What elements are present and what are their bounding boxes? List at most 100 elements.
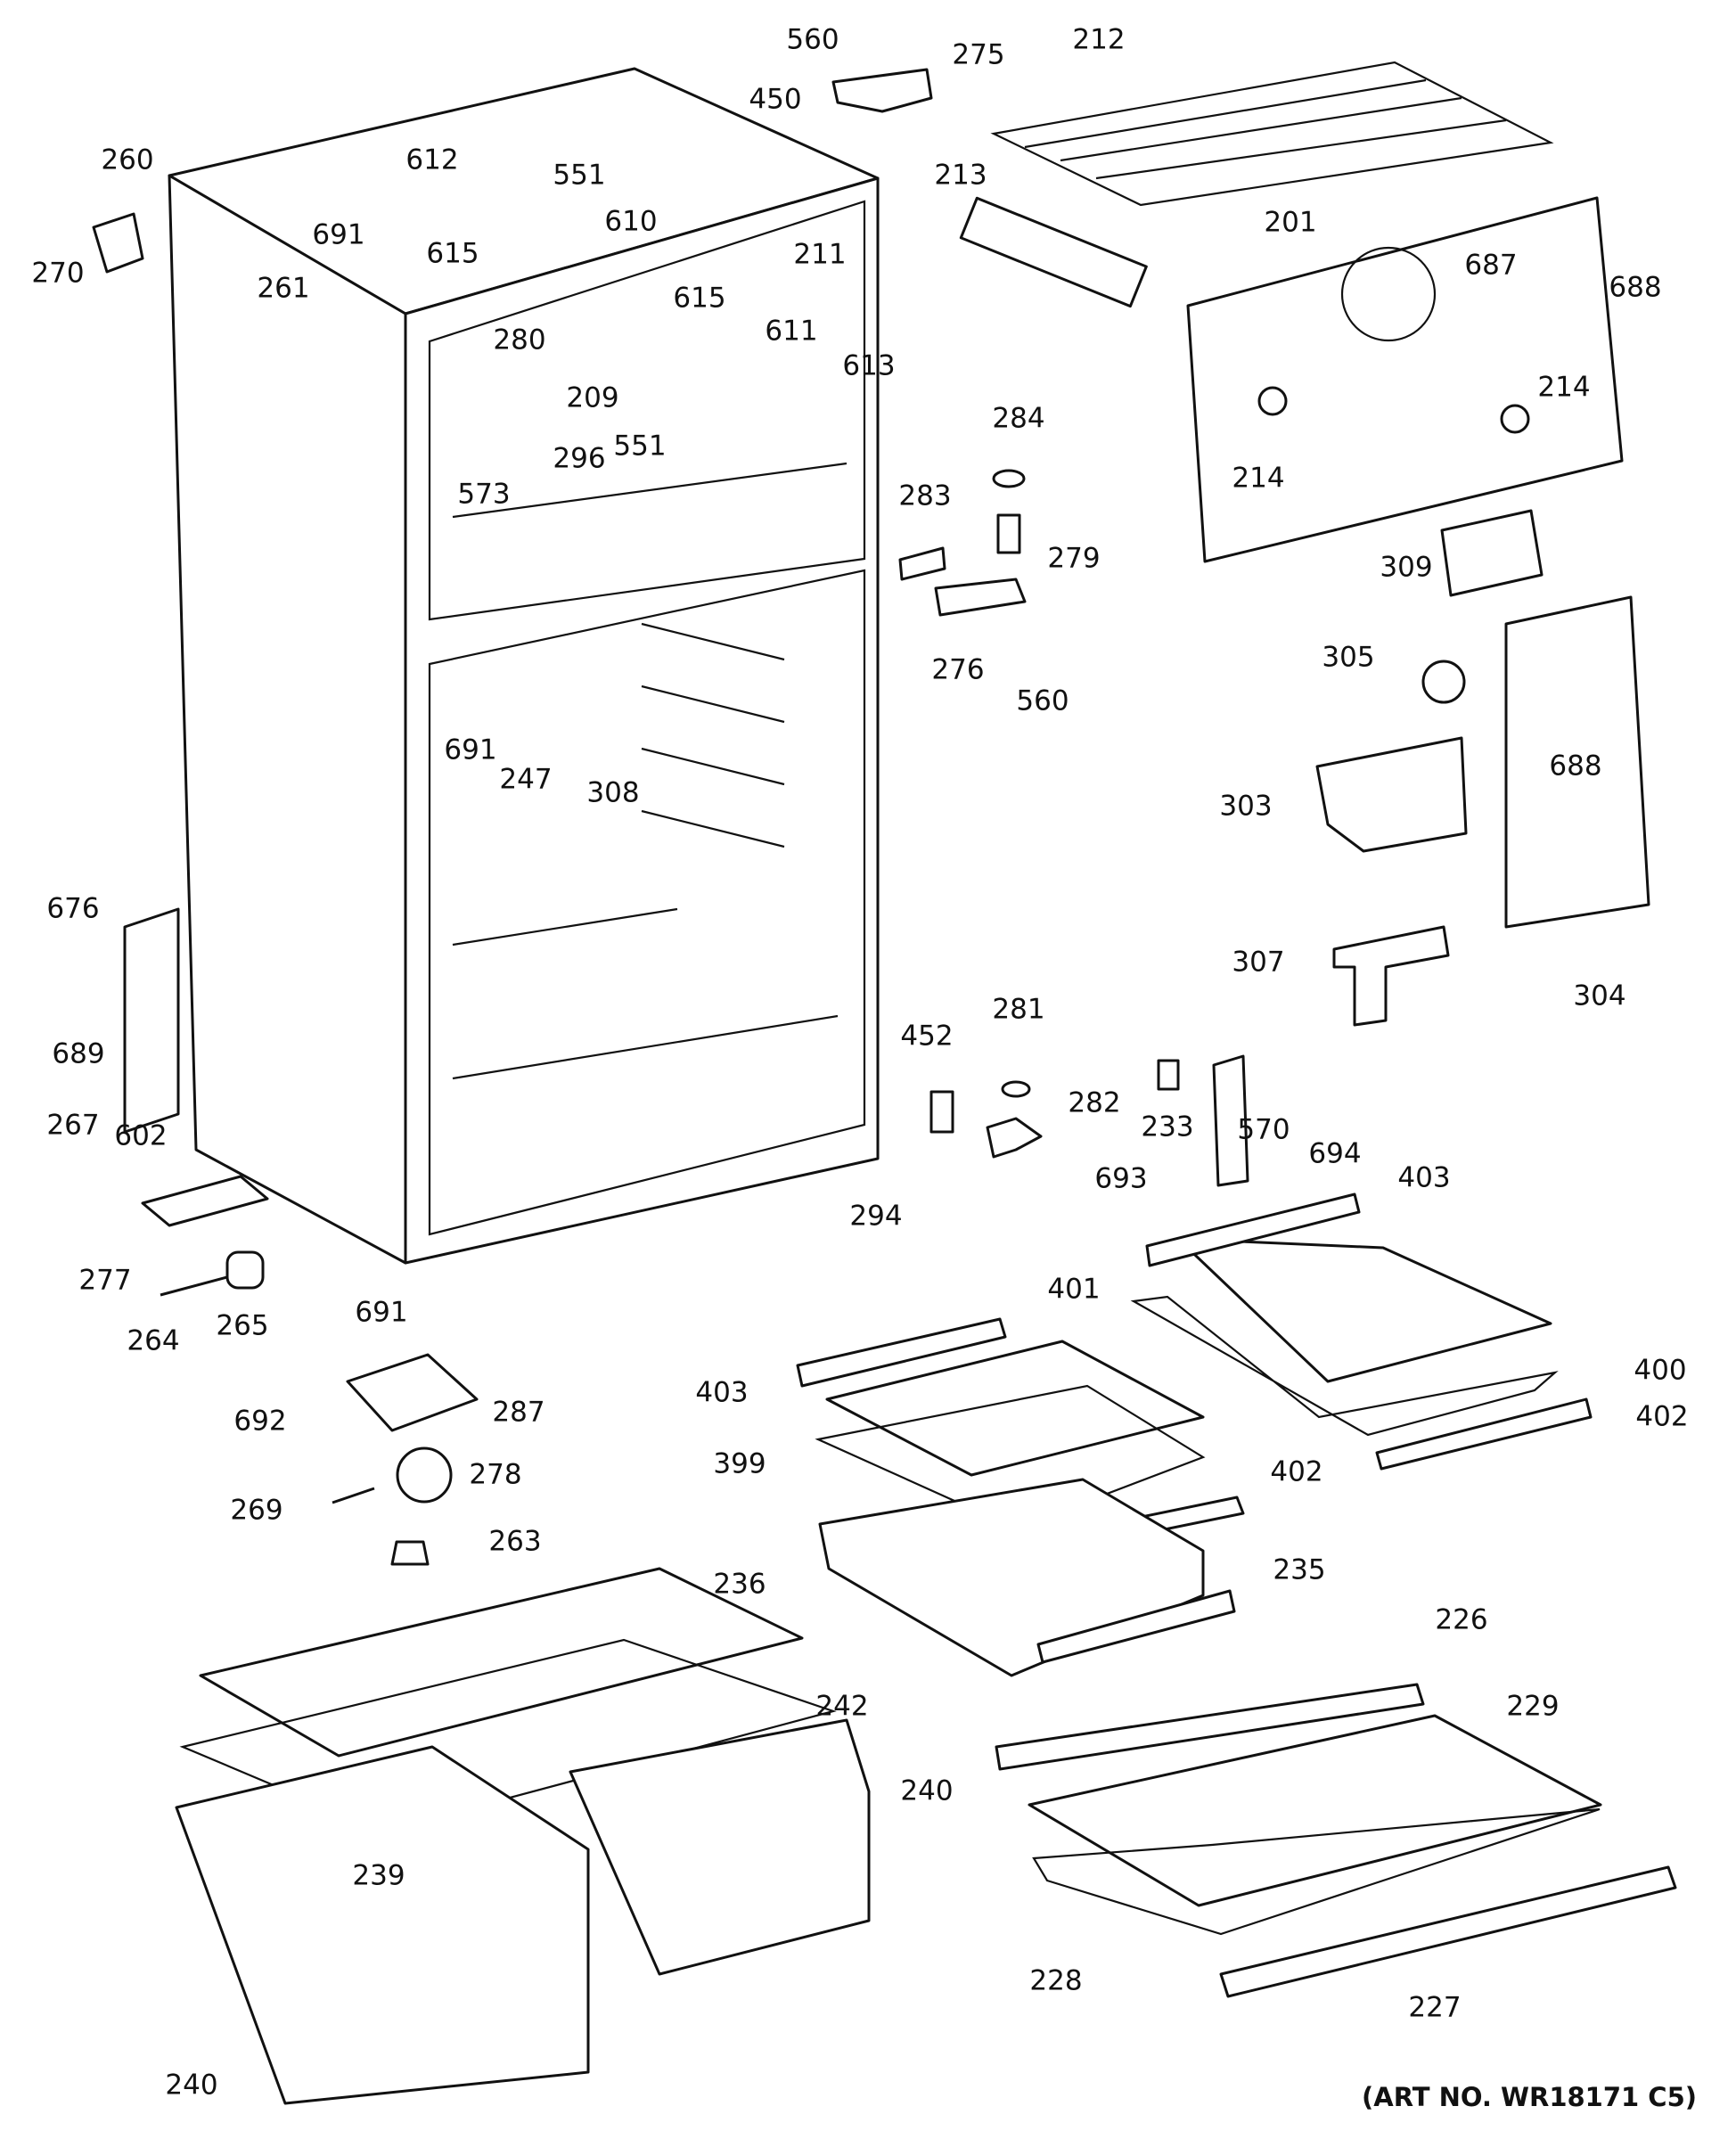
callout-610: 610 <box>604 205 658 238</box>
callout-689: 689 <box>52 1037 105 1070</box>
callout-209: 209 <box>566 381 619 414</box>
hinge-282 <box>986 1117 1043 1159</box>
bracket-277 <box>141 1175 269 1227</box>
callout-691-top: 691 <box>312 218 365 251</box>
callout-399: 399 <box>713 1447 766 1480</box>
callout-211: 211 <box>793 238 847 271</box>
callout-214-right: 214 <box>1537 371 1591 404</box>
shelf-support-233 <box>1157 1059 1180 1091</box>
shelf-frame-228 <box>1032 1807 1601 1936</box>
callout-294: 294 <box>849 1200 903 1233</box>
hinge-283 <box>898 546 946 581</box>
leveler-263 <box>390 1540 430 1566</box>
crisper-rail-235 <box>1036 1589 1236 1664</box>
bracket-267 <box>123 907 180 1134</box>
callout-402-right: 402 <box>1635 1400 1689 1433</box>
callout-227: 227 <box>1408 1991 1462 2024</box>
callout-303: 303 <box>1219 790 1273 823</box>
callout-265: 265 <box>216 1309 269 1342</box>
callout-228: 228 <box>1029 1964 1083 1997</box>
callout-305: 305 <box>1322 641 1375 674</box>
crisper-pan-236 <box>818 1478 1205 1677</box>
callout-212: 212 <box>1072 23 1126 56</box>
callout-551-top: 551 <box>553 159 606 192</box>
callout-276: 276 <box>931 653 985 686</box>
washer-281 <box>1001 1080 1031 1098</box>
hinge-pin-279 <box>996 513 1021 554</box>
mounting-plate-287 <box>346 1353 479 1432</box>
callout-570: 570 <box>1237 1113 1290 1146</box>
callout-275: 275 <box>952 38 1005 71</box>
callout-260: 260 <box>101 143 154 176</box>
callout-307: 307 <box>1232 946 1285 979</box>
shelf-glass-401-left <box>825 1340 1205 1477</box>
callout-403-left: 403 <box>695 1376 749 1409</box>
callout-278: 278 <box>469 1458 522 1491</box>
callout-233: 233 <box>1141 1110 1194 1143</box>
shelf-glass-401-right <box>1176 1237 1552 1383</box>
shelf-glass-229 <box>1028 1714 1602 1907</box>
callout-261: 261 <box>257 272 310 305</box>
callout-277: 277 <box>78 1264 132 1297</box>
callout-226: 226 <box>1435 1603 1488 1636</box>
shelf-rail-402-right <box>1375 1397 1593 1471</box>
callout-296: 296 <box>553 442 606 475</box>
shelf-rail-227 <box>1219 1865 1677 1998</box>
callout-270: 270 <box>31 257 85 290</box>
callout-676: 676 <box>46 892 100 925</box>
shelf-rail-403-left <box>796 1317 1007 1388</box>
roller-278 <box>396 1446 453 1504</box>
callout-229: 229 <box>1506 1690 1560 1723</box>
label-plate-309 <box>1440 509 1544 597</box>
knob-214-right <box>1500 404 1530 434</box>
callout-287: 287 <box>492 1396 545 1429</box>
callout-308: 308 <box>586 776 640 809</box>
callout-688: 688 <box>1549 750 1602 783</box>
callout-239: 239 <box>352 1859 405 1892</box>
refrigerator-cabinet <box>168 67 880 1265</box>
callout-602: 602 <box>114 1119 168 1152</box>
evaporator-cover-201 <box>1186 196 1624 563</box>
callout-235: 235 <box>1273 1553 1326 1586</box>
fan-opening <box>1340 246 1437 342</box>
callout-691-mid: 691 <box>444 733 497 766</box>
rod-264 <box>160 1275 228 1297</box>
callout-264: 264 <box>127 1324 180 1357</box>
bracket-452 <box>929 1090 954 1134</box>
callout-309: 309 <box>1380 551 1433 584</box>
damper-303 <box>1315 736 1468 853</box>
art-number: (ART NO. WR18171 C5) <box>1362 2082 1698 2112</box>
callout-283: 283 <box>898 479 952 512</box>
callout-279: 279 <box>1047 542 1101 575</box>
crisper-drawer-240-left <box>175 1745 590 2105</box>
callout-201: 201 <box>1264 206 1317 239</box>
fitting-260 <box>92 212 144 274</box>
callout-611: 611 <box>765 315 818 348</box>
callout-400: 400 <box>1634 1354 1687 1387</box>
hinge-276 <box>934 578 1027 617</box>
callout-551: 551 <box>613 430 667 463</box>
shelf-ladder <box>1212 1054 1249 1187</box>
callout-284: 284 <box>992 402 1045 435</box>
callout-615-top: 615 <box>426 237 479 270</box>
callout-269: 269 <box>230 1494 283 1527</box>
hinge-bracket-275 <box>831 68 933 113</box>
callout-247: 247 <box>499 763 553 796</box>
callout-403-right: 403 <box>1397 1161 1451 1194</box>
callout-452: 452 <box>900 1020 954 1053</box>
callout-573: 573 <box>457 478 511 511</box>
callout-267: 267 <box>46 1109 100 1142</box>
callout-450: 450 <box>749 83 802 116</box>
callout-691-bottom: 691 <box>355 1296 408 1329</box>
callout-242: 242 <box>815 1690 869 1723</box>
washer-284 <box>992 469 1026 488</box>
callout-214-left: 214 <box>1232 462 1285 495</box>
roller-265 <box>225 1250 265 1290</box>
callout-240-right: 240 <box>900 1774 954 1807</box>
shelf-frame-400 <box>1130 1295 1559 1437</box>
callout-694: 694 <box>1308 1137 1362 1170</box>
callout-693: 693 <box>1094 1162 1148 1195</box>
callout-281: 281 <box>992 993 1045 1026</box>
control-307 <box>1332 925 1450 1027</box>
